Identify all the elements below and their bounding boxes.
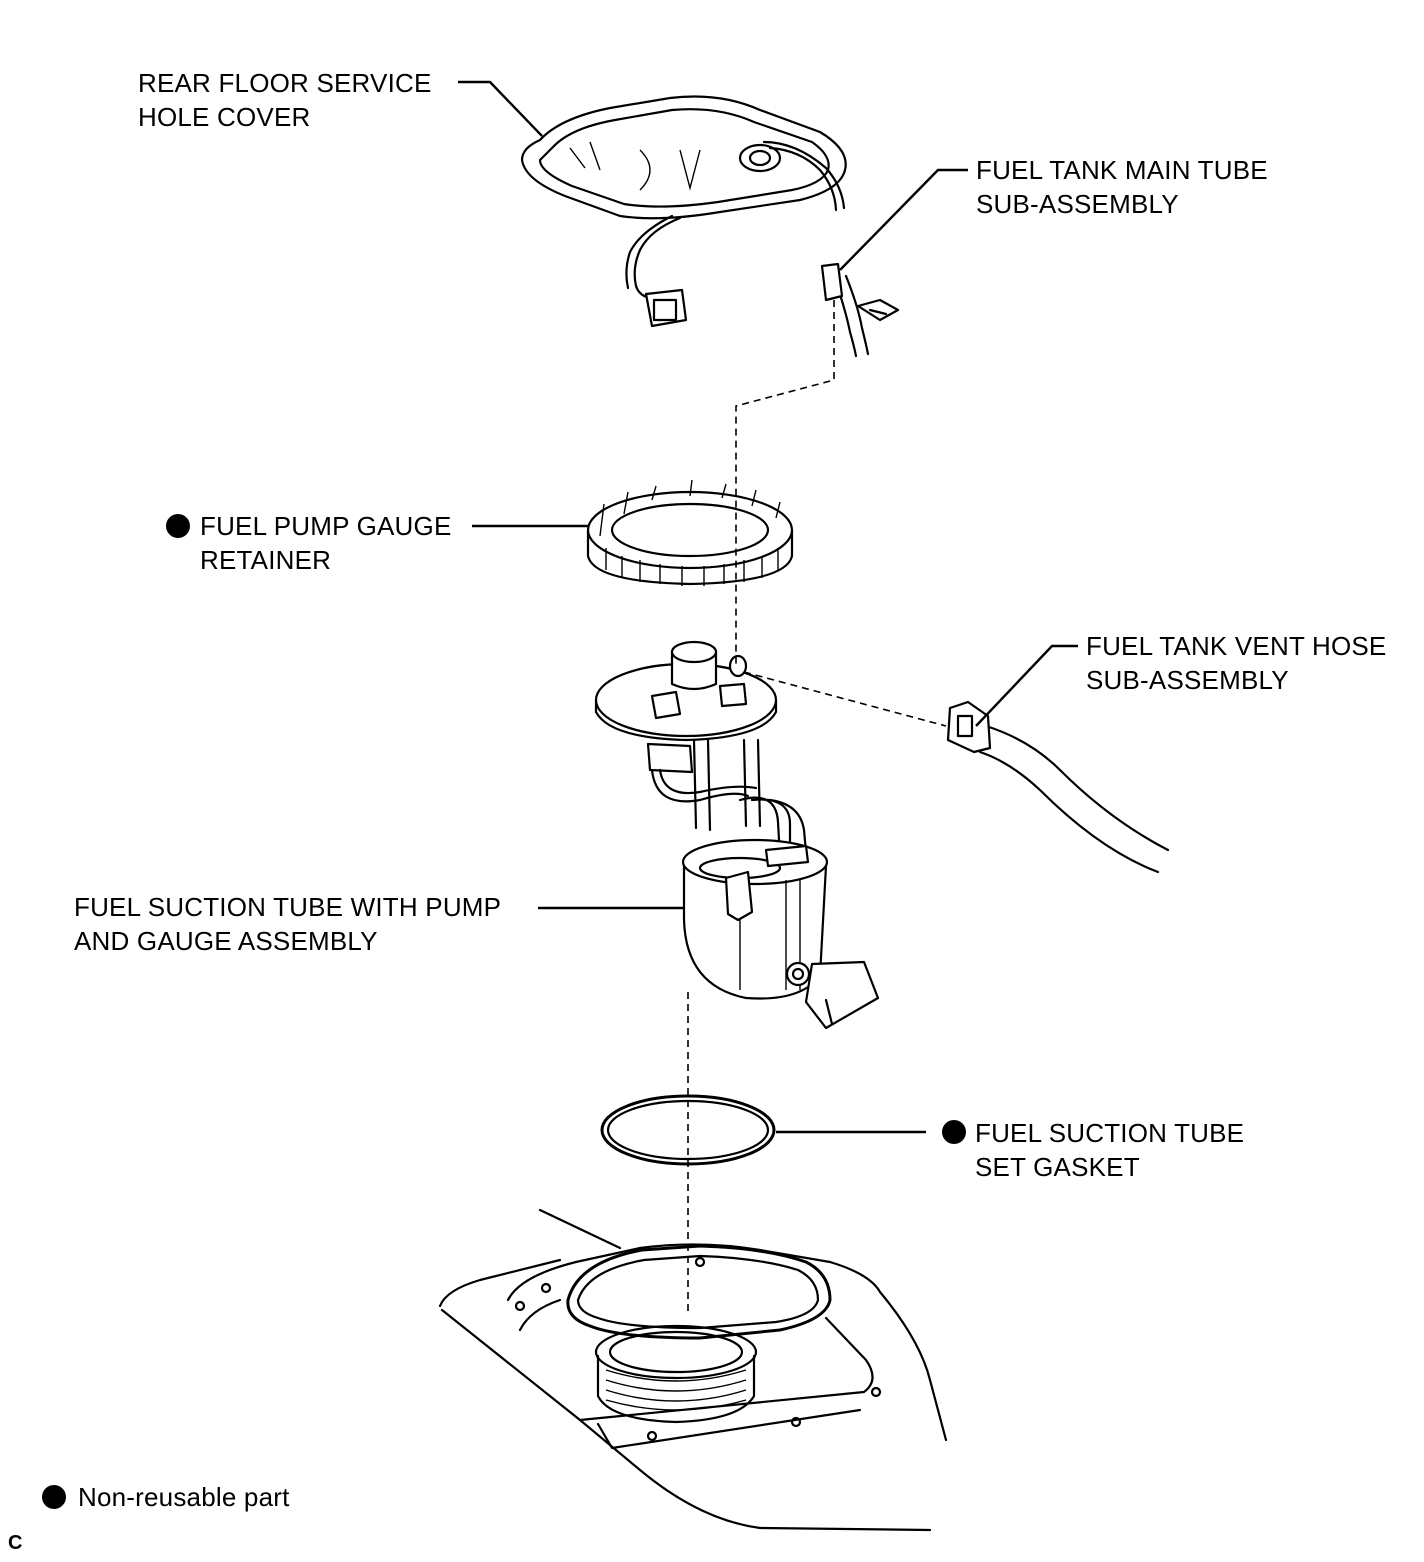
label-line-2: SUB-ASSEMBLY bbox=[1086, 665, 1289, 695]
fuel-tank-mount-drawing bbox=[438, 1208, 948, 1532]
label-fuel-suction-tube-assembly: FUEL SUCTION TUBE WITH PUMP AND GAUGE AS… bbox=[74, 890, 501, 958]
rear-floor-service-hole-cover-drawing bbox=[520, 95, 847, 328]
label-line-1: FUEL TANK MAIN TUBE bbox=[976, 155, 1268, 185]
label-line-1: FUEL TANK VENT HOSE bbox=[1086, 631, 1387, 661]
label-line-1: FUEL SUCTION TUBE bbox=[975, 1118, 1245, 1148]
legend-non-reusable-text: Non-reusable part bbox=[78, 1482, 290, 1512]
label-line-2: HOLE COVER bbox=[138, 102, 311, 132]
non-reusable-marker-retainer bbox=[166, 514, 190, 538]
label-fuel-tank-main-tube: FUEL TANK MAIN TUBE SUB-ASSEMBLY bbox=[976, 153, 1268, 221]
leader-lines bbox=[458, 80, 1078, 1134]
label-fuel-suction-tube-set-gasket: FUEL SUCTION TUBE SET GASKET bbox=[975, 1116, 1244, 1184]
fuel-tank-vent-hose-drawing bbox=[946, 700, 1170, 874]
legend-non-reusable-icon bbox=[42, 1485, 66, 1509]
label-fuel-tank-vent-hose: FUEL TANK VENT HOSE SUB-ASSEMBLY bbox=[1086, 629, 1386, 697]
label-rear-floor-service-hole-cover: REAR FLOOR SERVICE HOLE COVER bbox=[138, 66, 432, 134]
label-line-1: FUEL PUMP GAUGE bbox=[200, 511, 452, 541]
fuel-tank-main-tube-drawing bbox=[820, 262, 900, 358]
figure-code: C bbox=[8, 1532, 23, 1554]
label-line-2: SUB-ASSEMBLY bbox=[976, 189, 1179, 219]
fuel-pump-assembly-drawing bbox=[594, 640, 880, 1030]
label-line-2: SET GASKET bbox=[975, 1152, 1140, 1182]
alignment-lines bbox=[687, 300, 947, 1312]
fuel-pump-gauge-retainer-drawing bbox=[586, 479, 794, 586]
label-line-1: FUEL SUCTION TUBE WITH PUMP bbox=[74, 892, 502, 922]
label-fuel-pump-gauge-retainer: FUEL PUMP GAUGE RETAINER bbox=[200, 509, 452, 577]
label-line-2: AND GAUGE ASSEMBLY bbox=[74, 926, 378, 956]
non-reusable-marker-gasket bbox=[942, 1120, 966, 1144]
label-line-2: RETAINER bbox=[200, 545, 332, 575]
label-line-1: REAR FLOOR SERVICE bbox=[138, 68, 432, 98]
